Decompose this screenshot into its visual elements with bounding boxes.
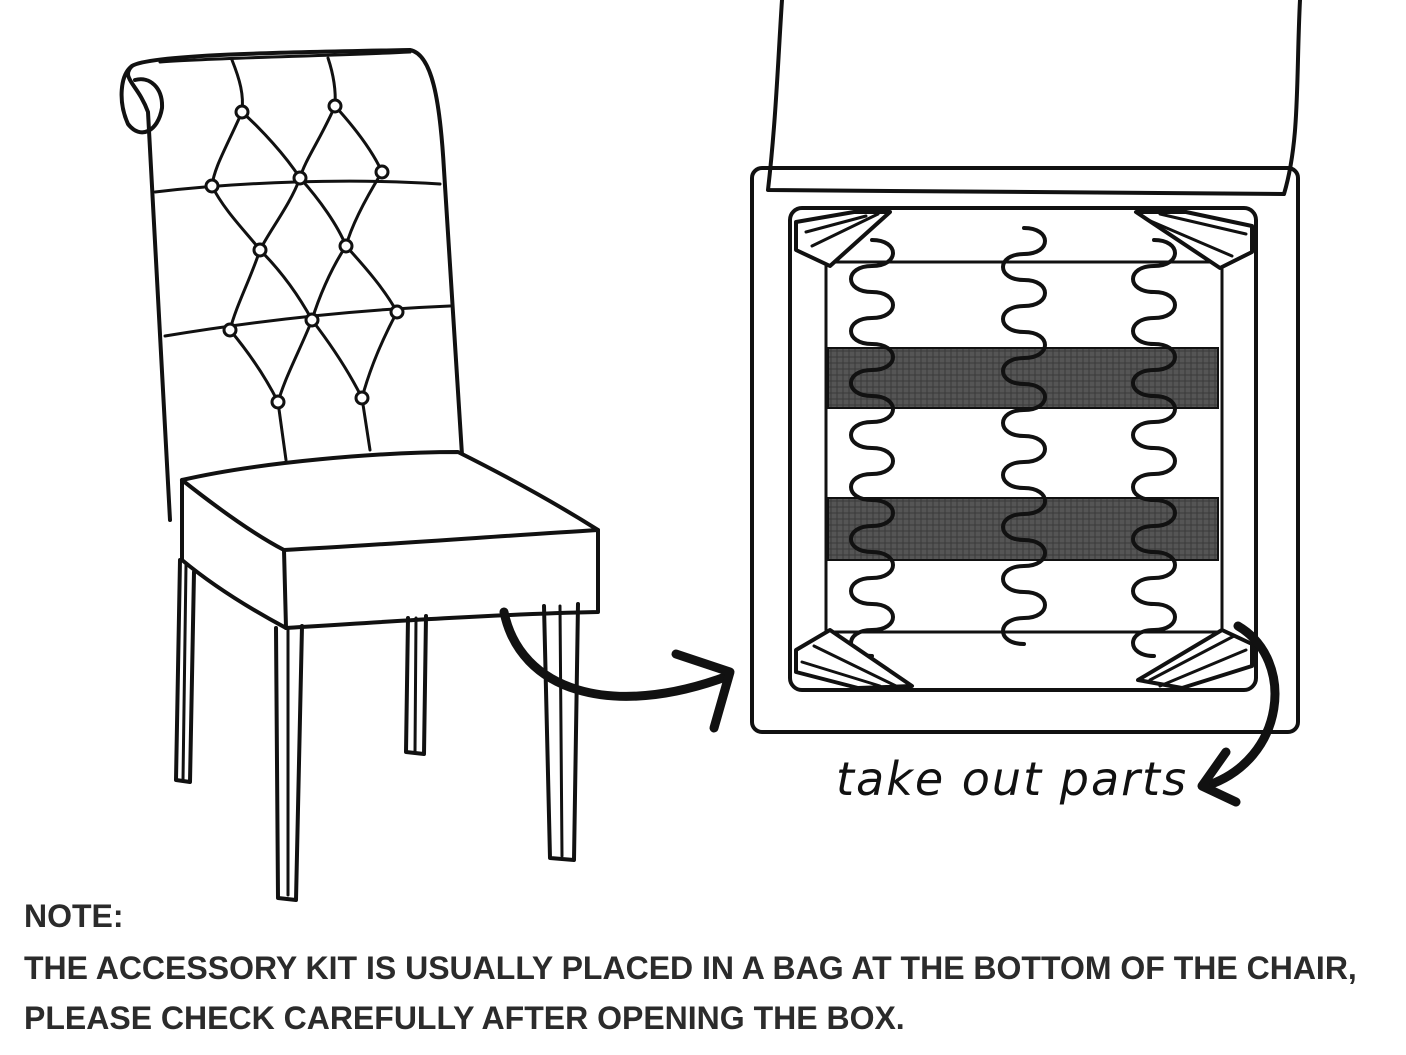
seat-frame-inner [788,206,1258,692]
tuft-button [354,390,370,406]
tuft-button [204,178,220,194]
take-out-parts-caption: take out parts [836,752,1189,806]
chair-leg [542,602,580,862]
chair-seat [180,450,600,630]
tuft-button [234,104,250,120]
tuft-button [374,164,390,180]
seat-underside-detail [750,0,1302,734]
tuft-button [270,394,286,410]
seat-frame-outer [750,166,1300,734]
tuft-button [327,98,343,114]
corner-block [794,628,914,690]
corner-block [794,210,892,268]
tuft-button [389,304,405,320]
zigzag-spring [1131,238,1177,658]
note-title: NOTE: [24,898,124,934]
chair-leg [274,624,304,902]
chair-backrest [126,48,464,522]
tuft-button [292,170,308,186]
tuft-button [222,322,238,338]
accessory-bag [766,0,1302,196]
tuft-button [338,238,354,254]
pointer-arrow-to-detail [499,607,735,733]
note-line: THE ACCESSORY KIT IS USUALLY PLACED IN A… [24,950,1357,986]
dining-chair-illustration [119,48,600,902]
tuft-button [304,312,320,328]
zigzag-spring [849,238,895,658]
note-line: PLEASE CHECK CAREFULLY AFTER OPENING THE… [24,1000,905,1036]
corner-block [1136,628,1254,690]
pointer-arrow-to-caption [1197,621,1280,807]
zigzag-spring [1001,226,1047,646]
tuft-button [252,242,268,258]
